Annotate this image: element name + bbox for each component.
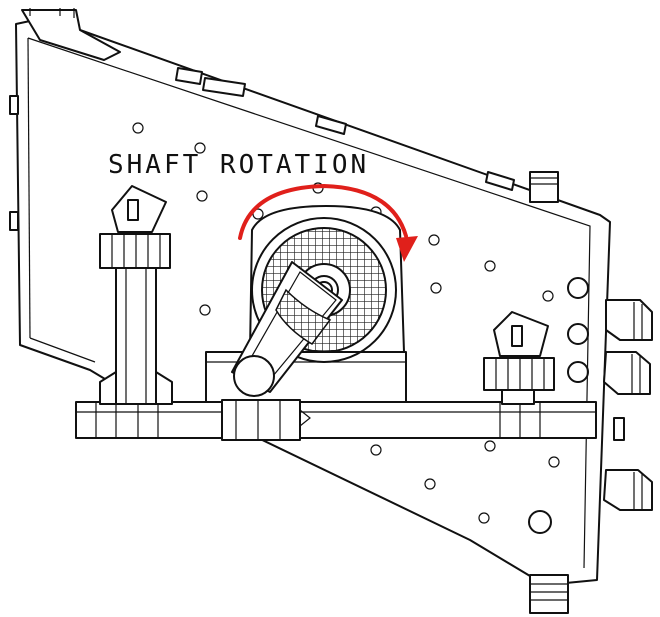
bolt-holes [132,122,589,534]
top-stiffeners [175,67,515,191]
left-clips [9,95,19,231]
rotation-arrow-icon [238,183,408,240]
left-support [99,185,173,405]
feed-inlet [21,8,121,61]
right-nozzles [603,299,653,511]
bottom-pipe [529,574,569,614]
base-beam [75,401,597,439]
rotation-arrowhead-icon [396,236,418,262]
motor-block [221,399,311,441]
shaft-rotation-label: SHAFT ROTATION [108,150,370,180]
top-right-pipe [529,171,559,203]
right-support [483,311,555,405]
belt-guard [231,261,343,397]
